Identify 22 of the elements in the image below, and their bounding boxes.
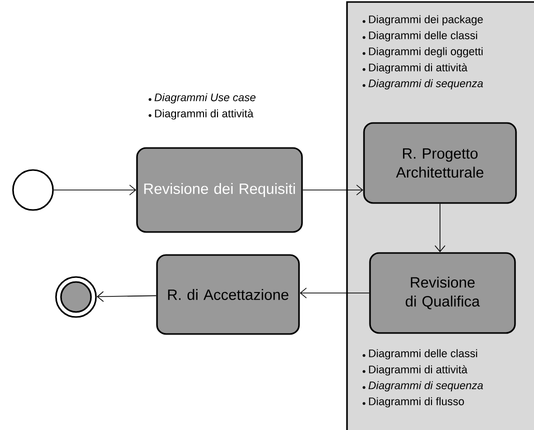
list-item: Diagrammi di flusso [369, 397, 464, 408]
final-state [55, 276, 97, 318]
list-item: Diagrammi di sequenza [368, 79, 483, 90]
arrow [96, 291, 157, 302]
list-item: Diagrammi delle classi [369, 31, 478, 42]
list-item: Diagrammi di attività [369, 365, 468, 376]
list-item: Diagrammi di sequenza [368, 381, 483, 392]
list-item: Diagrammi delle classi [369, 349, 478, 360]
arrow [53, 184, 136, 196]
activity-box: Revisione di Qualifica [369, 252, 516, 334]
arrow [300, 288, 370, 298]
activity-box: Revisione dei Requisiti [136, 147, 303, 233]
arrow [434, 203, 446, 252]
list-item: Diagrammi degli oggetti [369, 47, 483, 58]
activity-box: R. Progetto Architetturale [363, 122, 517, 204]
list-item: Diagrammi dei package [369, 15, 483, 26]
arrow [302, 184, 364, 196]
list-item: Diagrammi Use case [154, 93, 256, 104]
activity-box: R. di Accettazione [156, 254, 300, 335]
list-item: Diagrammi di attività [155, 109, 254, 120]
initial-state [12, 169, 54, 211]
list-item: Diagrammi di attività [369, 63, 468, 74]
